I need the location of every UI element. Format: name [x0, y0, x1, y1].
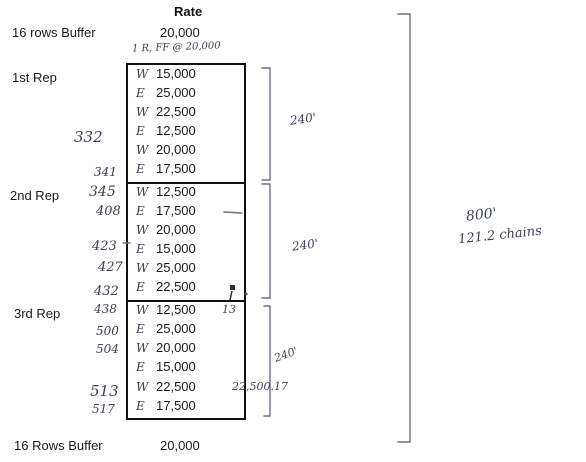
row-direction: W — [136, 223, 149, 237]
row-rate: 12,500 — [156, 123, 196, 138]
row-direction: E — [136, 162, 145, 176]
rep-3-box — [126, 300, 246, 420]
row-plot-number: 427 — [98, 260, 123, 275]
row-rate: 17,500 — [156, 161, 196, 176]
row-margin-dot — [244, 292, 248, 296]
rate-column-header: Rate — [174, 4, 203, 19]
rep-3-bracket — [263, 305, 271, 417]
row-note-13: 13 — [222, 303, 236, 316]
row-direction: E — [136, 322, 145, 336]
row-rate: 15,000 — [156, 241, 196, 256]
row-plot-number: 408 — [96, 204, 121, 219]
row-direction: E — [136, 360, 145, 374]
top-buffer-rate: 20,000 — [160, 25, 200, 40]
row-direction: E — [136, 242, 145, 256]
row-direction: E — [136, 124, 145, 138]
row-direction: W — [136, 261, 149, 275]
row-rate: 25,000 — [156, 85, 196, 100]
row-direction: W — [136, 185, 149, 199]
total-bracket — [397, 13, 411, 443]
row-check-mark — [230, 285, 235, 290]
row-direction: W — [136, 380, 149, 394]
row-rate: 22,500 — [156, 279, 196, 294]
row-rate: 12,500 — [156, 302, 196, 317]
row-note-22500: 22,500.17 — [232, 380, 288, 393]
row-rate: 25,000 — [156, 321, 196, 336]
row-rate: 17,500 — [156, 398, 196, 413]
row-rate: 25,000 — [156, 260, 196, 275]
row-rate: 17,500 — [156, 203, 196, 218]
row-direction: E — [136, 204, 145, 218]
row-arrow — [223, 211, 243, 214]
row-rate: 20,000 — [156, 142, 196, 157]
row-direction: E — [136, 86, 145, 100]
row-direction: E — [136, 280, 145, 294]
row-rate: 22,500 — [156, 379, 196, 394]
row-plot-number: 432 — [94, 284, 119, 299]
row-direction: W — [136, 143, 149, 157]
row-plot-number: 423 — [92, 239, 117, 254]
row-plot-number: 513 — [90, 382, 119, 400]
rep-1-label: 1st Rep — [12, 70, 57, 85]
bottom-buffer-label: 16 Rows Buffer — [14, 438, 103, 453]
rep-2-label: 2nd Rep — [10, 188, 60, 203]
row-plot-number: 332 — [74, 128, 103, 146]
row-plot-number: 345 — [89, 184, 116, 200]
rep-2-bracket — [261, 183, 271, 299]
row-rate: 20,000 — [156, 340, 196, 355]
bottom-buffer-rate: 20,000 — [160, 438, 200, 453]
total-length: 800' — [465, 205, 498, 225]
row-rate: 22,500 — [156, 104, 196, 119]
row-plot-number: 517 — [92, 402, 115, 416]
row-direction: W — [136, 67, 149, 81]
row-plot-number: 438 — [94, 302, 117, 316]
row-rate: 15,000 — [156, 359, 196, 374]
row-rate: 12,500 — [156, 184, 196, 199]
row-direction: W — [136, 303, 149, 317]
row-plot-number: 504 — [96, 342, 119, 356]
row-rate: 15,000 — [156, 66, 196, 81]
row-direction: E — [136, 399, 145, 413]
row-plot-number: 500 — [96, 324, 119, 338]
row-direction: W — [136, 341, 149, 355]
rep-1-bracket — [261, 67, 271, 181]
row-rate: 20,000 — [156, 222, 196, 237]
top-buffer-label: 16 rows Buffer — [12, 25, 96, 40]
rep-3-label: 3rd Rep — [14, 306, 61, 321]
row-direction: W — [136, 105, 149, 119]
row-check-line — [229, 290, 233, 301]
row-plot-number: 341 — [94, 165, 117, 179]
